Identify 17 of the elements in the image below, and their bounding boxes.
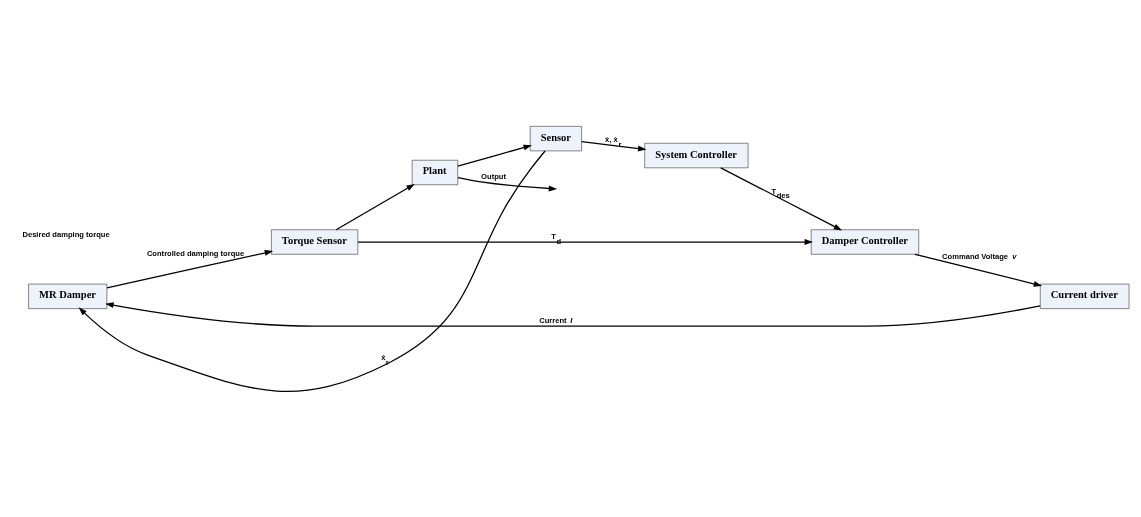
node-box: MR Damper [28,283,108,309]
arrow [457,144,532,167]
node-box: Current driver [1039,283,1130,309]
arrow [335,183,415,230]
arrow [457,176,558,191]
arrow [720,166,843,231]
node-box: Damper Controller [810,228,919,255]
node-box: Plant [411,159,459,185]
node-box: Sensor [529,125,582,151]
arrow [105,301,1041,327]
arrow [357,238,813,245]
arrow [914,253,1043,287]
node-box: System Controller [644,142,749,168]
arrow [78,149,546,392]
arrow [581,140,647,151]
arrow [106,249,274,288]
node-box: Torque Sensor [271,228,359,255]
